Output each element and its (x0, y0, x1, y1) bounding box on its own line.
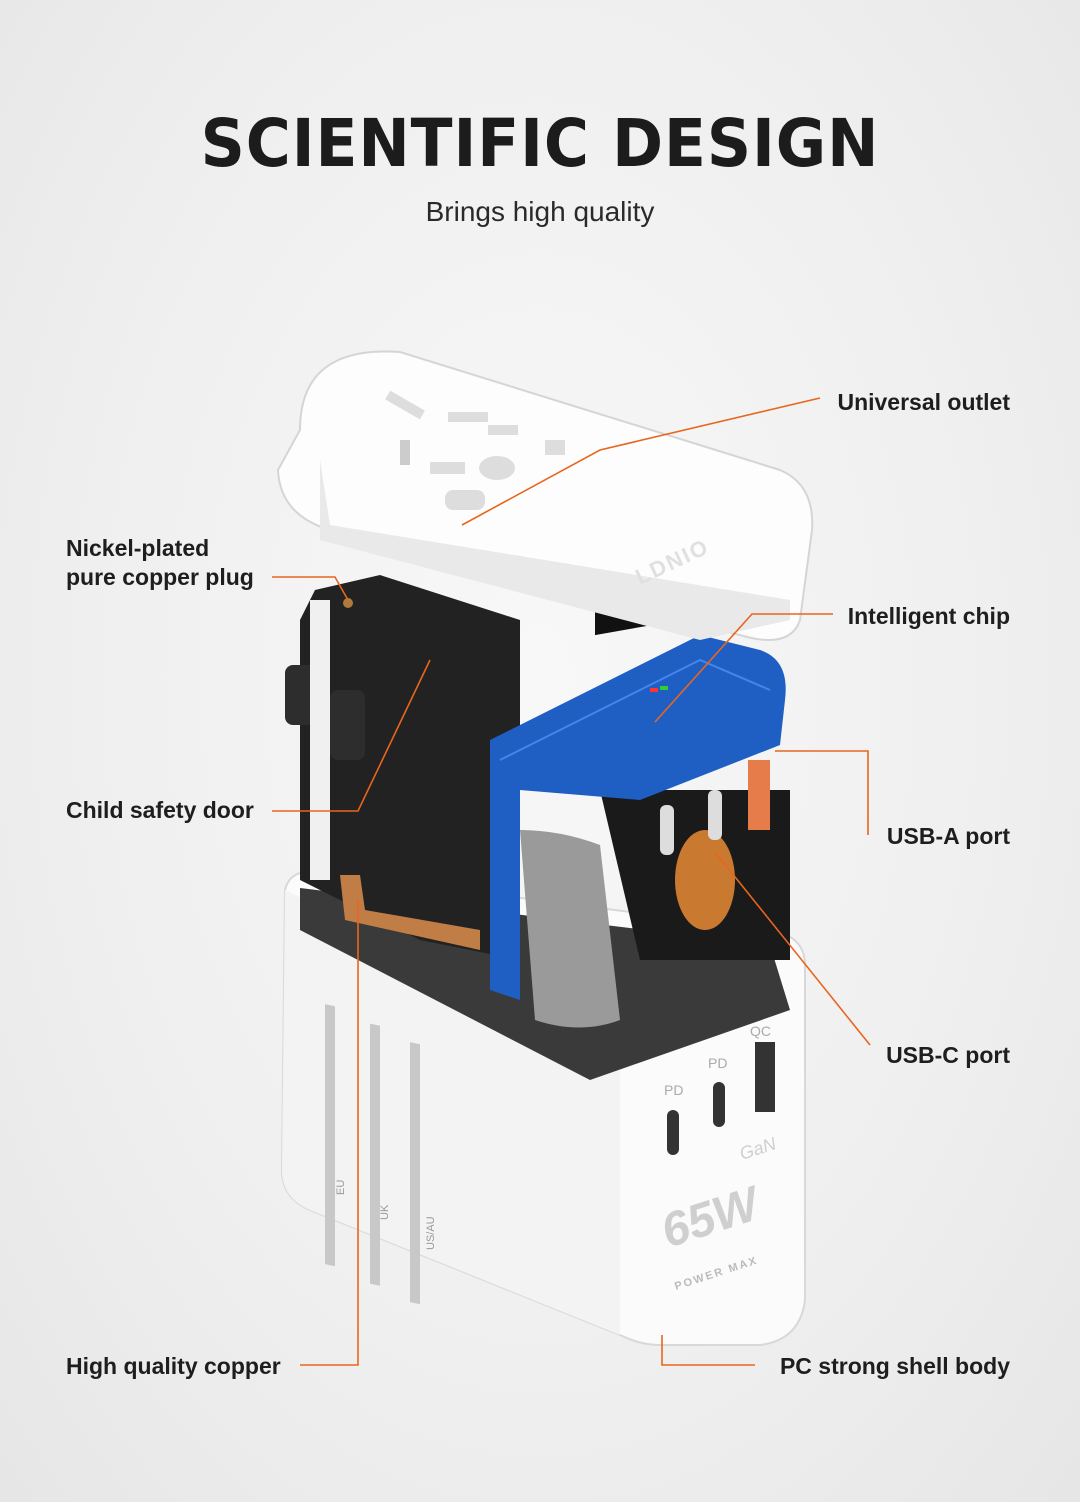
page-subtitle: Brings high quality (425, 196, 655, 227)
callout-high-quality-copper: High quality copper (66, 1353, 281, 1379)
port-label-qc: QC (750, 1023, 771, 1039)
leader-universal-outlet (461, 397, 821, 526)
callout-usb-c-port: USB-C port (886, 1042, 1010, 1068)
leader-child-safety-door (272, 659, 431, 812)
callout-intelligent-chip: Intelligent chip (847, 603, 1010, 629)
callout-universal-outlet: Universal outlet (837, 389, 1010, 415)
shell-ports (667, 1042, 775, 1155)
port-label-pd-2: PD (708, 1055, 727, 1071)
plug-label-usau: US/AU (425, 1216, 437, 1250)
leader-copper (300, 900, 359, 1366)
leader-usb-c (714, 851, 871, 1046)
plug-label-eu: EU (335, 1180, 347, 1195)
callout-nickel-plug-line2: pure copper plug (66, 564, 254, 590)
leader-intelligent-chip (654, 613, 833, 723)
leader-pc-shell (661, 1335, 755, 1366)
callout-nickel-plug-line1: Nickel-plated (66, 535, 210, 561)
leader-nickel-plug (272, 576, 349, 601)
leader-usb-a (775, 750, 869, 835)
outlet-lid (276, 350, 814, 641)
callout-usb-a-port: USB-A port (886, 823, 1010, 849)
port-label-pd-1: PD (664, 1082, 683, 1098)
callout-pc-shell: PC strong shell body (779, 1353, 1010, 1379)
page-title: SCIENTIFIC DESIGN (200, 105, 880, 182)
callout-child-safety-door: Child safety door (66, 797, 254, 823)
internal-usb-ports (660, 760, 770, 855)
plug-label-uk: UK (379, 1204, 391, 1220)
plug-mechanism (285, 575, 790, 1028)
leader-lines (272, 397, 871, 1366)
